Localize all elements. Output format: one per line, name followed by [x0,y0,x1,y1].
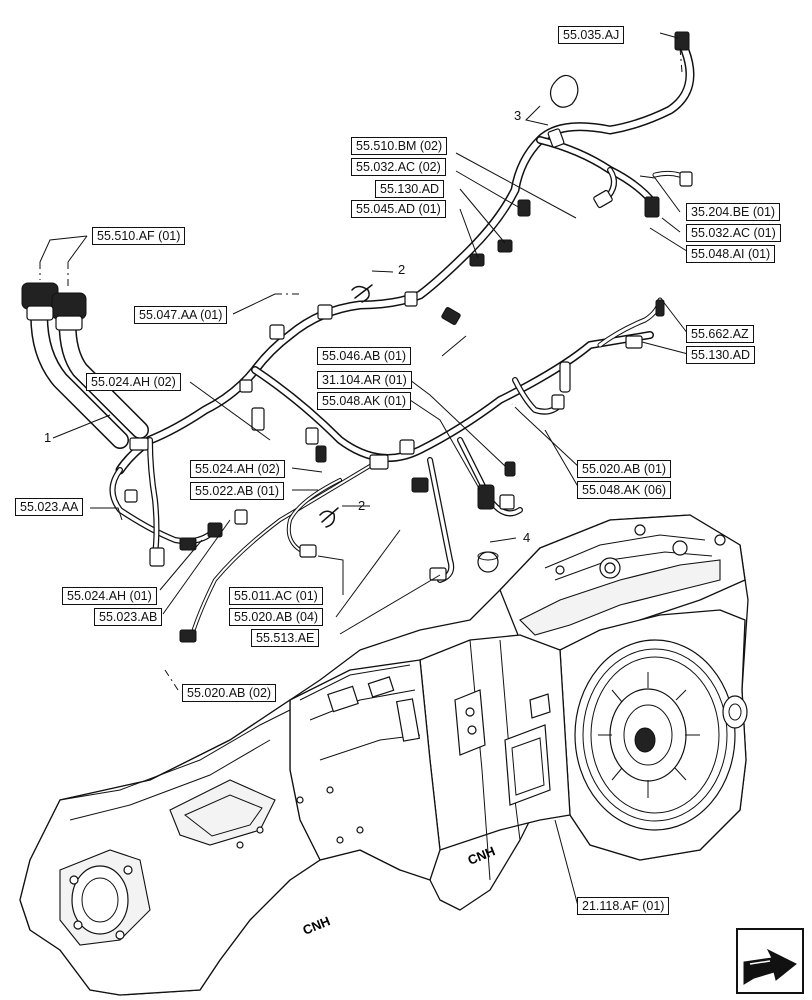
callout-55-020-ab-02: 55.020.AB (02) [182,684,277,702]
callout-55-045-ad-01: 55.045.AD (01) [351,200,446,218]
callout-35-204-be-01: 35.204.BE (01) [686,203,781,221]
callout-55-130-ad-a: 55.130.AD [375,180,445,198]
leader-lines [39,32,691,907]
callout-55-023-aa: 55.023.AA [15,498,84,516]
callout-31-104-ar-01: 31.104.AR (01) [317,371,412,389]
callout-55-048-ai-01: 55.048.AI (01) [686,245,776,263]
housing-marking-left: CNH [301,913,333,937]
callout-55-011-ac-01: 55.011.AC (01) [229,587,323,605]
callout-55-020-ab-01: 55.020.AB (01) [577,460,672,478]
callout-55-048-ak-06: 55.048.AK (06) [577,481,672,499]
callout-55-024-ah-01: 55.024.AH (01) [62,587,157,605]
item-number-2-a: 2 [398,262,406,277]
callout-55-024-ah-02-a: 55.024.AH (02) [86,373,181,391]
wiring-harness [21,31,695,643]
item-number-3: 3 [514,108,522,123]
callout-55-024-ah-02-b: 55.024.AH (02) [190,460,285,478]
item-number-4: 4 [523,530,531,545]
callout-55-022-ab-01: 55.022.AB (01) [190,482,285,500]
callout-55-662-az: 55.662.AZ [686,325,754,343]
callout-21-118-af-01: 21.118.AF (01) [577,897,670,915]
next-page-arrow-icon[interactable] [736,928,804,994]
callout-55-046-ab-01: 55.046.AB (01) [317,347,412,365]
item-number-1: 1 [44,430,52,445]
item-number-2-b: 2 [358,498,366,513]
callout-55-035-aj: 55.035.AJ [558,26,625,44]
callout-55-513-ae: 55.513.AE [251,629,320,647]
callout-55-032-ac-01: 55.032.AC (01) [686,224,781,242]
callout-55-032-ac-02: 55.032.AC (02) [351,158,446,176]
callout-55-048-ak-01: 55.048.AK (01) [317,392,412,410]
callout-55-510-af-01: 55.510.AF (01) [92,227,186,245]
callout-55-023-ab: 55.023.AB [94,608,163,626]
callout-55-047-aa-01: 55.047.AA (01) [134,306,228,324]
callout-55-510-bm-02: 55.510.BM (02) [351,137,448,155]
callout-55-020-ab-04: 55.020.AB (04) [229,608,324,626]
callout-55-130-ad-b: 55.130.AD [686,346,756,364]
transmission-housing: CNH CNH [19,514,749,996]
